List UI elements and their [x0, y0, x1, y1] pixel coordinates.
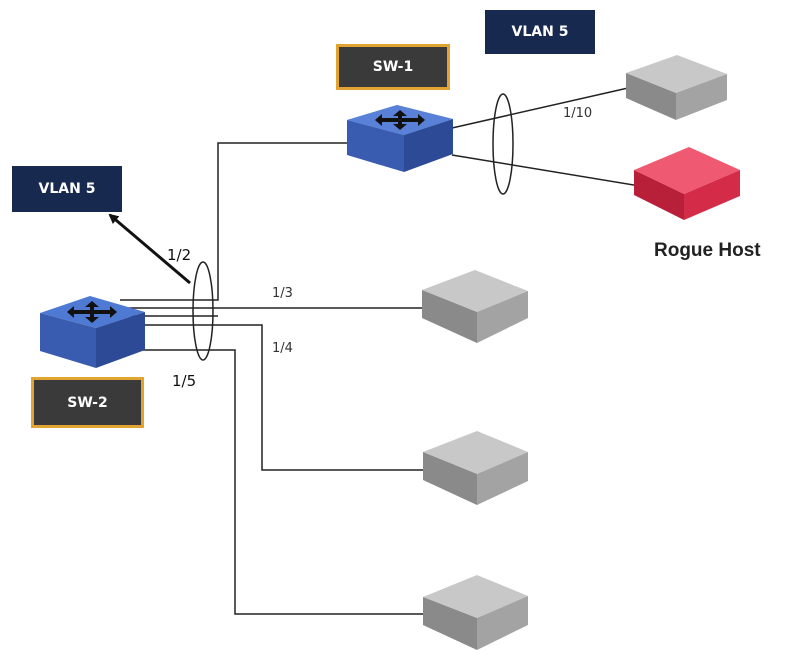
sw2-label: SW-2 — [31, 377, 144, 428]
host-1-3-icon[interactable] — [422, 270, 528, 343]
port-label-1-3: 1/3 — [272, 286, 293, 301]
rogue-host-icon[interactable] — [634, 147, 740, 220]
port-label-1-2: 1/2 — [167, 246, 192, 264]
switch-arrows-icon — [67, 301, 117, 323]
port-label-1-4: 1/4 — [272, 341, 293, 356]
bundle-ellipse-sw2 — [192, 261, 214, 361]
rogue-host-label: Rogue Host — [654, 240, 761, 261]
port-label-1-5: 1/5 — [172, 372, 197, 390]
vlan-label-left-text: VLAN 5 — [38, 181, 96, 197]
switch-sw2-icon[interactable] — [40, 296, 145, 368]
link-sw2-host-1-5 — [130, 349, 425, 615]
sw1-label: SW-1 — [336, 44, 450, 90]
host-1-4-icon[interactable] — [423, 431, 528, 505]
link-sw2-sw1 — [120, 142, 352, 301]
host-1-5-icon[interactable] — [423, 575, 528, 650]
switch-sw1-icon[interactable] — [347, 105, 453, 172]
connection-lines — [120, 87, 641, 615]
vlan-label-top-text: VLAN 5 — [511, 24, 569, 40]
link-sw1-rogue — [451, 154, 641, 187]
port-label-1-10: 1/10 — [563, 106, 593, 121]
bundle-ellipse-sw1 — [492, 93, 514, 195]
vlan-label-left: VLAN 5 — [12, 166, 122, 212]
switch-arrows-icon — [375, 110, 425, 130]
sw2-label-text: SW-2 — [67, 394, 108, 411]
vlan-arrow — [108, 213, 191, 285]
host-1-10-icon[interactable] — [626, 55, 727, 120]
sw1-label-text: SW-1 — [372, 59, 414, 75]
link-sw1-host-1-10 — [451, 87, 629, 129]
vlan-label-top: VLAN 5 — [485, 10, 595, 54]
